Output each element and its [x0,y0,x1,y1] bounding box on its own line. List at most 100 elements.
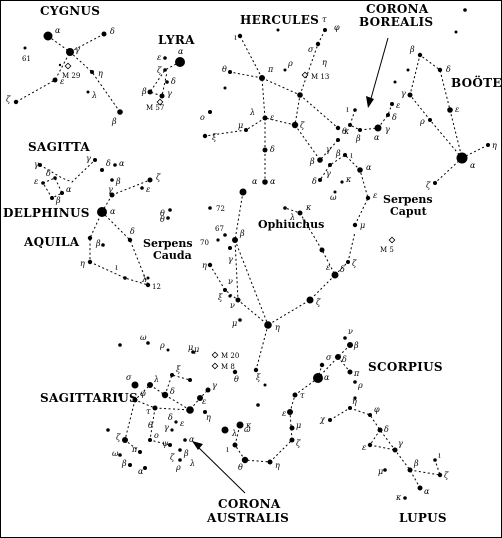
star-lyra-epsilon [163,56,167,60]
greek-crb-theta: θ [342,127,347,136]
scorpius-line-head-2 [337,356,351,373]
greek-sct-xi: ξ [218,293,223,302]
star-lyra-zeta [163,68,167,72]
star-oph-delta [331,271,339,279]
star-crb-delta [390,102,394,106]
star-sgr-faint-4 [191,350,195,354]
label-cygnus: CYGNUS [40,4,100,18]
star-sgr-eta [203,410,207,414]
greek-her-eta: η [322,58,327,67]
star-oph-zeta [306,296,314,304]
hercules-line-2 [229,71,263,79]
greek-oph-nu: ν [230,301,235,310]
cluster-m8-icon [211,362,219,370]
greek-her-pi: π [267,65,274,74]
hercules-line-1 [239,35,263,79]
cygnus-line-wings [15,33,105,103]
star-lup-chi [328,418,332,422]
label-serpens-cauda-1: Serpens [143,237,193,250]
star-sgr-lambda [147,382,153,388]
greek-sgr-phi: φ [140,389,146,398]
greek-boo-zeta: ζ [426,181,431,190]
greek-lyr-beta: β [141,87,147,96]
greek-cra-epsilon: ε [180,419,184,428]
label-m29: M 29 [62,72,80,80]
greek-her-gamma: γ [326,145,331,154]
greek-lup-delta: δ [384,425,389,434]
star-hercules-alpha [262,179,268,185]
greek-lup-kappa: κ [395,493,402,502]
star-aql-theta [101,243,105,247]
star-hercules-faint-1 [276,28,280,32]
star-ser-delta [318,178,322,182]
arrowhead-corona-borealis [366,96,374,108]
greek-del-gamma: γ [34,160,39,169]
greek-cra-gamma: γ [164,423,169,432]
greek-sco-kappa: κ [245,421,252,430]
greek-her-epsilon: ε [270,113,274,122]
star-sgr-kaus-australis [186,406,194,414]
label-ophiuchus: Ophiuchus [258,218,324,231]
greek-lup-eta: η [352,397,357,406]
bootes-line [409,54,463,184]
star-ser-beta [343,153,347,157]
star-cra-beta [178,448,182,452]
star-bootes-zeta [433,181,437,185]
star-sct-xi [228,294,232,298]
star-aql-faint-1 [168,208,172,212]
star-sge-gamma [93,158,97,162]
greek-oph-xi: ξ [256,373,261,382]
star-sco-delta [335,354,341,360]
lupus-line-3 [329,407,351,421]
star-oph-xi [253,367,259,373]
star-aql-altair [97,207,107,217]
star-sco-epsilon [287,409,293,415]
star-sgr-beta [128,463,132,467]
label-sagittarius: SAGITTARIUS [40,391,138,405]
star-hercules-epsilon [262,115,268,121]
label-m5: M 5 [380,246,394,254]
greek-ser-mu: μ [360,221,365,230]
label-72: 72 [216,205,225,213]
label-61: 61 [22,55,31,63]
greek-ser-alpha: α [366,163,372,172]
greek-her-kappa: κ [343,127,350,136]
greek-del-epsilon: ε [34,177,38,186]
greek-aql-lambda: λ [141,275,147,284]
cluster-m20-icon [211,351,219,359]
star-oph-epsilon [319,247,325,253]
star-crb-theta [348,123,352,127]
star-del-gamma [60,191,64,195]
arrow-corona-borealis [369,37,389,103]
greek-cyg-beta: β [111,117,117,126]
star-lup-iota [433,458,437,462]
star-oph-beta [232,237,238,243]
greek-del-beta: β [55,196,61,205]
greek-sco-theta: θ [238,463,243,472]
greek-cyg-zeta: ζ [6,95,11,104]
star-sco-mu [289,425,295,431]
label-corona-australis-1: CORONA [218,497,281,511]
greek-ser-beta: β [335,149,341,158]
star-bootes-faint-4 [393,80,397,84]
greek-cra-delta: δ [168,413,173,422]
greek-aql-delta: δ [130,227,135,236]
star-sco-antares [313,373,323,383]
star-oph-rasalhague [239,188,247,196]
greek-lup-epsilon: ε [362,443,366,452]
greek-lyr-zeta: ζ [157,66,162,75]
greek-her-xi: ξ [212,133,217,142]
star-oph-eta [264,321,272,329]
star-sge-beta [110,178,114,182]
label-delphinus: DELPHINUS [3,206,90,220]
label-sagitta: SAGITTA [28,140,90,154]
greek-boo-delta: δ [446,65,451,74]
greek-sgr-epsilon: ε [202,397,206,406]
star-oph-mu [238,318,242,322]
label-70: 70 [200,239,209,247]
constellation-names: CYGNUS LYRA HERCULES CORONA BOREALIS BOÖ… [3,2,502,525]
greek-her-beta: β [309,157,315,166]
hercules-line-6 [294,124,339,161]
